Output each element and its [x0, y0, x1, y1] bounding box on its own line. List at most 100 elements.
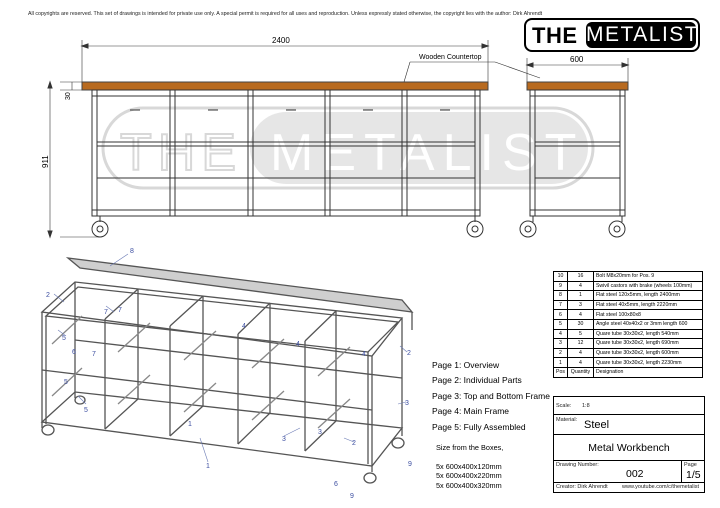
- iso-label: 9: [408, 461, 412, 468]
- watermark: THE METALIST: [101, 106, 595, 190]
- material-label: Material:: [556, 417, 578, 423]
- part-pos: 2: [553, 347, 568, 359]
- depth-dimension: 600: [570, 55, 584, 64]
- iso-label: 4: [242, 323, 246, 330]
- iso-label: 3: [405, 400, 409, 407]
- part-designation: Flat steel 40x5mm, length 2220mm: [592, 299, 704, 311]
- page-list-item: Page 5: Fully Assembled: [432, 421, 526, 432]
- page-list: Page 1: Overview Page 2: Individual Part…: [432, 358, 550, 435]
- part-designation: Angle steel 40x40x2 or 3mm length 600: [592, 318, 704, 330]
- part-pos: 5: [553, 318, 568, 330]
- part-designation: Flat steel 120x5mm, length 2400mm: [592, 290, 704, 301]
- part-qty: 4: [566, 309, 594, 320]
- scale-row: Scale: 1:8: [554, 397, 704, 415]
- drawing-number-label: Drawing Number:: [556, 462, 599, 468]
- box-sizes-heading: Size from the Boxes,: [436, 443, 504, 452]
- page-list-item: Page 2: Individual Parts: [432, 375, 522, 386]
- part-qty: 4: [566, 347, 594, 359]
- page-value: 1/5: [686, 469, 701, 481]
- part-qty: 16: [566, 271, 594, 282]
- height-dimension: 911: [41, 155, 50, 168]
- title-block: Scale: 1:8 Material: Steel Metal Workben…: [553, 396, 705, 493]
- part-pos: 7: [553, 299, 568, 311]
- width-dimension: 2400: [272, 36, 290, 45]
- box-size-item: 5x 600x400x220mm: [436, 471, 502, 481]
- part-qty: 12: [566, 338, 594, 349]
- iso-label: 7: [118, 307, 122, 314]
- part-designation: Quare tube 30x30x2, length 600mm: [592, 347, 704, 359]
- part-designation: Quare tube 30x30x2, length 690mm: [592, 338, 704, 349]
- part-pos: 10: [553, 271, 568, 282]
- iso-label: 9: [350, 493, 354, 500]
- iso-label: 3: [318, 429, 322, 436]
- iso-label: 2: [46, 292, 50, 299]
- part-pos: 9: [553, 280, 568, 292]
- iso-label: 2: [352, 440, 356, 447]
- iso-label: 6: [334, 481, 338, 488]
- side-view: [519, 58, 630, 238]
- creator-row: Creator: Dirk Ahrendt www.youtube.com/c/…: [554, 483, 704, 492]
- part-pos: 8: [553, 290, 568, 301]
- part-qty: 30: [566, 318, 594, 330]
- watermark-the: THE: [120, 124, 242, 182]
- part-designation: Quare tube 30x30x2, length 540mm: [592, 328, 704, 340]
- iso-label: 1: [206, 463, 210, 470]
- part-pos: 4: [553, 328, 568, 340]
- iso-label: 6: [72, 349, 76, 356]
- iso-label: 4: [296, 341, 300, 348]
- isometric-view: [40, 253, 414, 484]
- iso-label: 2: [407, 350, 411, 357]
- header-pos: Pos: [553, 366, 568, 378]
- box-sizes: Size from the Boxes, 5x 600x400x120mm 5x…: [436, 443, 503, 490]
- logo-metalist: METALIST: [586, 22, 700, 48]
- page-list-item: Page 3: Top and Bottom Frame: [432, 390, 550, 401]
- page-list-item: Page 4: Main Frame: [432, 406, 510, 417]
- part-designation: Quare tube 30x30x2, length 2230mm: [592, 357, 704, 368]
- part-qty: 4: [566, 357, 594, 368]
- page-list-item: Page 1: Overview: [432, 360, 500, 370]
- part-qty: 5: [566, 328, 594, 340]
- title-row: Metal Workbench: [554, 435, 704, 461]
- logo-the: THE: [532, 23, 578, 48]
- box-size-item: 5x 600x400x320mm: [436, 480, 502, 490]
- creator: Creator: Dirk Ahrendt: [556, 484, 608, 490]
- part-pos: 1: [553, 357, 568, 368]
- metalist-logo: THE METALIST: [524, 18, 700, 52]
- box-size-item: 5x 600x400x120mm: [436, 461, 502, 471]
- part-pos: 6: [553, 309, 568, 320]
- countertop-callout: Wooden Countertop: [419, 54, 482, 61]
- iso-label: 5: [84, 407, 88, 414]
- scale-label: Scale:: [556, 403, 572, 409]
- number-row: Drawing Number: 002 Page 1/5: [554, 461, 704, 483]
- header-designation: Designation: [592, 366, 704, 378]
- top-thickness-dimension: 30: [65, 92, 72, 100]
- drawing-title: Metal Workbench: [588, 442, 670, 454]
- website-link[interactable]: www.youtube.com/c/themetalist: [622, 484, 700, 490]
- iso-label: 5: [62, 335, 66, 342]
- iso-label: 5: [64, 379, 68, 386]
- iso-label: 3: [282, 436, 286, 443]
- iso-label: 4: [362, 351, 366, 358]
- part-designation: Bolt M8x20mm for Pos. 9: [592, 271, 704, 282]
- part-qty: 1: [566, 290, 594, 301]
- scale-value: 1:8: [582, 403, 590, 409]
- drawing-number: 002: [626, 468, 644, 480]
- material-value: Steel: [584, 419, 610, 431]
- header-qty: Quantity: [566, 366, 594, 378]
- copyright-notice: All copyrights are reserved. This set of…: [28, 11, 543, 17]
- part-designation: Swivil castors with brake (wheels 100mm): [592, 280, 704, 292]
- watermark-metalist: METALIST: [270, 124, 584, 182]
- iso-label: 1: [188, 421, 192, 428]
- iso-label: 7: [92, 351, 96, 358]
